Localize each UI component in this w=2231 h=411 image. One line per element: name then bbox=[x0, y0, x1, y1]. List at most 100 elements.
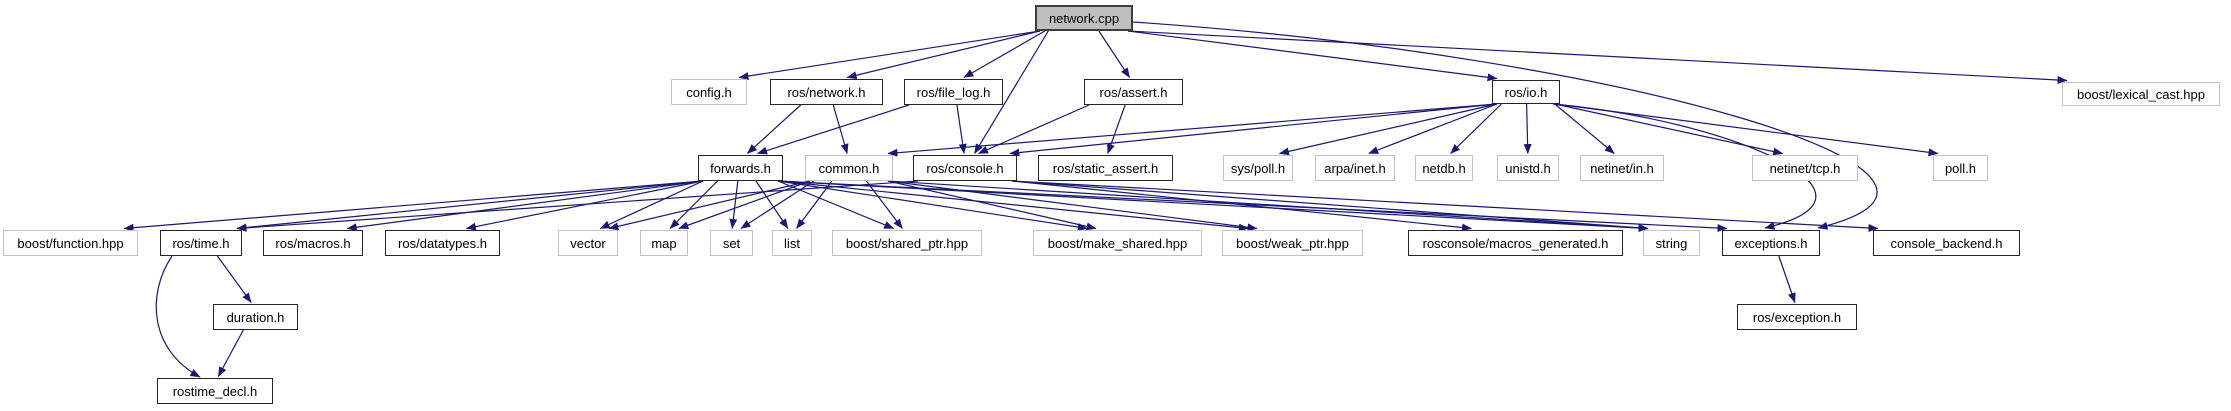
node-label: ros/exception.h bbox=[1752, 309, 1842, 325]
node-label: netinet/in.h bbox=[1590, 160, 1654, 176]
node-netdb-h[interactable]: netdb.h bbox=[1415, 155, 1473, 181]
node-poll-h[interactable]: poll.h bbox=[1933, 155, 1988, 181]
edge-ros_io_h-arpa_inet_h bbox=[1368, 103, 1498, 155]
node-label: network.cpp bbox=[1048, 10, 1120, 26]
edge-network_cpp-ros_assert_h bbox=[1098, 30, 1131, 78]
edge-ros_io_h-ros_console_h bbox=[1009, 103, 1498, 157]
node-string[interactable]: string bbox=[1643, 230, 1700, 256]
edge-network_cpp-boost_lexical_cast_hpp bbox=[1127, 30, 2068, 84]
edge-common_h-boost_weak_ptr_hpp bbox=[887, 180, 1258, 232]
edge-ros_network_h-forwards_h bbox=[746, 104, 802, 154]
edge-ros_console_h-ros_time_h bbox=[236, 180, 919, 232]
edge-forwards_h-ros_macros_h bbox=[346, 180, 704, 232]
node-label: ros/macros.h bbox=[275, 235, 351, 251]
edge-network_cpp-ros_io_h bbox=[1127, 30, 1498, 82]
node-boost-make-shared-hpp[interactable]: boost/make_shared.hpp bbox=[1033, 230, 1202, 256]
node-label: ros/console.h bbox=[926, 160, 1004, 176]
node-label: boost/make_shared.hpp bbox=[1047, 235, 1188, 251]
node-ros-io-h[interactable]: ros/io.h bbox=[1492, 80, 1560, 104]
node-label: ros/io.h bbox=[1504, 84, 1548, 100]
node-unistd-h[interactable]: unistd.h bbox=[1497, 155, 1559, 181]
edge-ros_io_h-netdb_h bbox=[1450, 103, 1502, 154]
edge-forwards_h-boost_weak_ptr_hpp bbox=[777, 180, 1249, 232]
node-label: ros/static_assert.h bbox=[1052, 160, 1159, 176]
node-label: common.h bbox=[818, 160, 880, 176]
node-network-cpp[interactable]: network.cpp bbox=[1035, 5, 1133, 31]
node-arpa-inet-h[interactable]: arpa/inet.h bbox=[1315, 155, 1395, 181]
node-label: netdb.h bbox=[1422, 160, 1466, 176]
edge-duration_h-rostime_decl_h bbox=[217, 329, 244, 377]
node-vector[interactable]: vector bbox=[558, 230, 618, 256]
node-forwards-h[interactable]: forwards.h bbox=[698, 155, 783, 181]
node-boost-shared-ptr-hpp[interactable]: boost/shared_ptr.hpp bbox=[832, 230, 982, 256]
edge-forwards_h-vector bbox=[599, 180, 704, 230]
node-ros-assert-h[interactable]: ros/assert.h bbox=[1084, 79, 1183, 105]
node-ros-console-h[interactable]: ros/console.h bbox=[913, 155, 1017, 181]
node-ros-macros-h[interactable]: ros/macros.h bbox=[263, 230, 363, 256]
node-label: map bbox=[651, 235, 677, 251]
node-ros-exception-h[interactable]: ros/exception.h bbox=[1737, 304, 1857, 330]
node-ros-time-h[interactable]: ros/time.h bbox=[160, 230, 242, 256]
node-label: arpa/inet.h bbox=[1324, 160, 1386, 176]
edge-forwards_h-exceptions_h bbox=[777, 180, 1728, 233]
edge-forwards_h-boost_shared_ptr_hpp bbox=[777, 180, 895, 230]
edge-common_h-string bbox=[887, 180, 1649, 232]
edge-common_h-map bbox=[678, 180, 811, 230]
edge-network_cpp-config_h bbox=[738, 30, 1041, 81]
node-label: ros/network.h bbox=[787, 84, 866, 100]
node-label: sys/poll.h bbox=[1230, 160, 1286, 176]
node-label: netinet/tcp.h bbox=[1769, 160, 1841, 176]
node-map[interactable]: map bbox=[640, 230, 688, 256]
node-config-h[interactable]: config.h bbox=[671, 79, 747, 105]
edge-ros_time_h-duration_h bbox=[216, 255, 252, 303]
edge-ros_file_log_h-ros_console_h bbox=[956, 104, 967, 154]
edge-common_h-list bbox=[796, 180, 833, 229]
node-exceptions-h[interactable]: exceptions.h bbox=[1722, 230, 1820, 256]
node-rostime-decl-h[interactable]: rostime_decl.h bbox=[157, 378, 273, 404]
edge-ros_network_h-common_h bbox=[832, 104, 849, 154]
node-ros-file-log-h[interactable]: ros/file_log.h bbox=[904, 79, 1003, 105]
node-boost-function-hpp[interactable]: boost/function.hpp bbox=[3, 230, 138, 256]
node-label: config.h bbox=[686, 84, 732, 100]
node-ros-datatypes-h[interactable]: ros/datatypes.h bbox=[385, 230, 500, 256]
node-duration-h[interactable]: duration.h bbox=[213, 304, 298, 330]
edge-forwards_h-list bbox=[755, 180, 789, 229]
node-label: boost/function.hpp bbox=[17, 235, 124, 251]
node-set[interactable]: set bbox=[710, 230, 753, 256]
node-netinet-tcp-h[interactable]: netinet/tcp.h bbox=[1752, 155, 1858, 181]
edge-ros_console_h-console_backend_h bbox=[1011, 180, 1879, 232]
edge-ros_io_h-netinet_in_h bbox=[1554, 103, 1615, 154]
edge-network_cpp-ros_network_h bbox=[846, 30, 1041, 80]
edge-forwards_h-boost_make_shared_hpp bbox=[777, 180, 1088, 232]
edge-ros_assert_h-ros_console_h bbox=[978, 104, 1090, 155]
node-list[interactable]: list bbox=[772, 230, 812, 256]
node-sys-poll-h[interactable]: sys/poll.h bbox=[1223, 155, 1293, 181]
node-ros-static-assert-h[interactable]: ros/static_assert.h bbox=[1038, 155, 1173, 181]
edge-forwards_h-map bbox=[669, 180, 718, 229]
node-boost-weak-ptr-hpp[interactable]: boost/weak_ptr.hpp bbox=[1222, 230, 1363, 256]
node-label: boost/weak_ptr.hpp bbox=[1236, 235, 1349, 251]
node-label: poll.h bbox=[1944, 160, 1977, 176]
node-label: forwards.h bbox=[710, 160, 771, 176]
node-label: exceptions.h bbox=[1734, 235, 1808, 251]
node-label: ros/datatypes.h bbox=[398, 235, 487, 251]
edge-ros_io_h-common_h bbox=[887, 103, 1498, 157]
node-label: boost/lexical_cast.hpp bbox=[2077, 86, 2205, 102]
edge-common_h-vector bbox=[608, 180, 811, 231]
edge-network_cpp-ros_file_log_h bbox=[963, 30, 1046, 79]
edge-ros_file_log_h-forwards_h bbox=[757, 104, 910, 155]
node-boost-lexical-cast-hpp[interactable]: boost/lexical_cast.hpp bbox=[2062, 82, 2220, 106]
node-netinet-in-h[interactable]: netinet/in.h bbox=[1580, 155, 1664, 181]
edge-forwards_h-ros_time_h bbox=[236, 180, 704, 232]
edge-ros_io_h-sys_poll_h bbox=[1278, 103, 1498, 156]
node-ros-network-h[interactable]: ros/network.h bbox=[770, 79, 883, 105]
node-label: rostime_decl.h bbox=[172, 383, 258, 399]
node-label: ros/file_log.h bbox=[916, 84, 991, 100]
node-console-backend-h[interactable]: console_backend.h bbox=[1873, 230, 2020, 256]
node-rosconsole-macros-generated-h[interactable]: rosconsole/macros_generated.h bbox=[1408, 230, 1623, 256]
node-common-h[interactable]: common.h bbox=[805, 155, 893, 181]
edge-network_cpp-ros_console_h bbox=[974, 30, 1049, 154]
node-label: ros/time.h bbox=[172, 235, 230, 251]
